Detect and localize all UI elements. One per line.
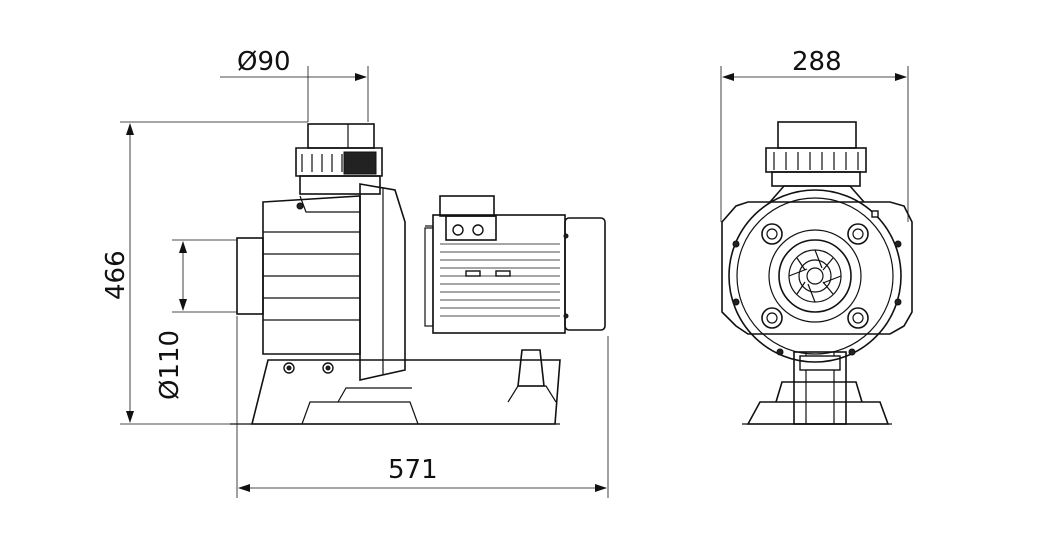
terminal-box bbox=[439, 195, 497, 241]
outlet-diameter-label: Ø90 bbox=[237, 47, 291, 77]
pump-base bbox=[230, 349, 561, 425]
pump-housing bbox=[262, 183, 406, 381]
total-height-label: 466 bbox=[101, 250, 131, 300]
inlet-diameter-label: Ø110 bbox=[155, 330, 185, 400]
front-housing bbox=[721, 185, 913, 363]
motor-cooling-fins bbox=[440, 243, 560, 317]
dimension-inlet-diameter: Ø110 bbox=[155, 239, 237, 400]
motor bbox=[424, 195, 606, 334]
front-bolts bbox=[732, 210, 902, 356]
outlet-union bbox=[295, 123, 383, 195]
dimension-total-length: 571 bbox=[236, 316, 609, 498]
inlet-pipe bbox=[236, 237, 264, 315]
dimension-total-height: 466 bbox=[101, 121, 308, 425]
dimension-outlet-diameter: Ø90 bbox=[220, 47, 369, 122]
total-length-label: 571 bbox=[388, 455, 438, 485]
front-base bbox=[742, 351, 892, 425]
front-view: 288 bbox=[720, 47, 913, 425]
side-view: Ø90 Ø110 466 571 bbox=[101, 47, 609, 498]
front-outlet-union bbox=[765, 121, 867, 187]
total-width-label: 288 bbox=[792, 47, 842, 77]
dimension-total-width: 288 bbox=[720, 47, 909, 222]
